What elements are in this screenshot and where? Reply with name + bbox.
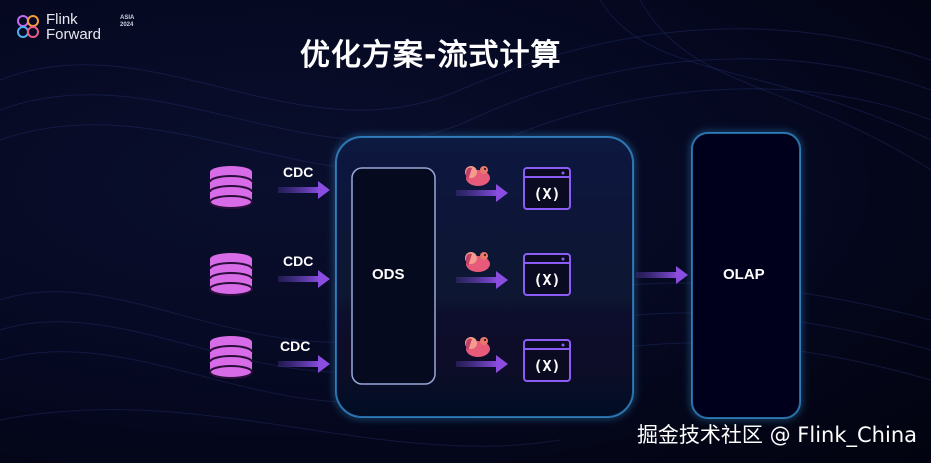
source-database-2 — [209, 252, 253, 296]
ods-box — [351, 167, 436, 385]
flink-forward-logo: Flink Forward ASIA 2024 — [16, 12, 134, 42]
olap-box — [691, 132, 801, 419]
olap-arrow — [636, 266, 688, 284]
olap-label: OLAP — [723, 266, 765, 283]
cdc-label-1: CDC — [283, 164, 314, 180]
function-window-icon-2 — [523, 253, 571, 296]
brand-line-1: Flink — [46, 11, 78, 28]
function-window-icon-1 — [523, 167, 571, 210]
cdc-arrow-1 — [278, 181, 330, 199]
cdc-label-3: CDC — [280, 338, 311, 354]
function-window-icon-3 — [523, 339, 571, 382]
cdc-arrow-2 — [278, 270, 330, 288]
cdc-label-2: CDC — [283, 253, 314, 269]
brand-name: Flink Forward — [46, 12, 101, 42]
flink-logo-icon — [17, 15, 39, 38]
source-database-1 — [209, 165, 253, 209]
ods-label: ODS — [372, 266, 405, 283]
source-database-3 — [209, 335, 253, 379]
watermark: 掘金技术社区 @ Flink_China — [636, 423, 917, 447]
brand-line-2: Forward — [46, 26, 102, 43]
event-tag: ASIA 2024 — [120, 15, 135, 28]
cdc-arrow-3 — [278, 355, 330, 373]
page-title: 优化方案-流式计算 — [300, 38, 562, 73]
